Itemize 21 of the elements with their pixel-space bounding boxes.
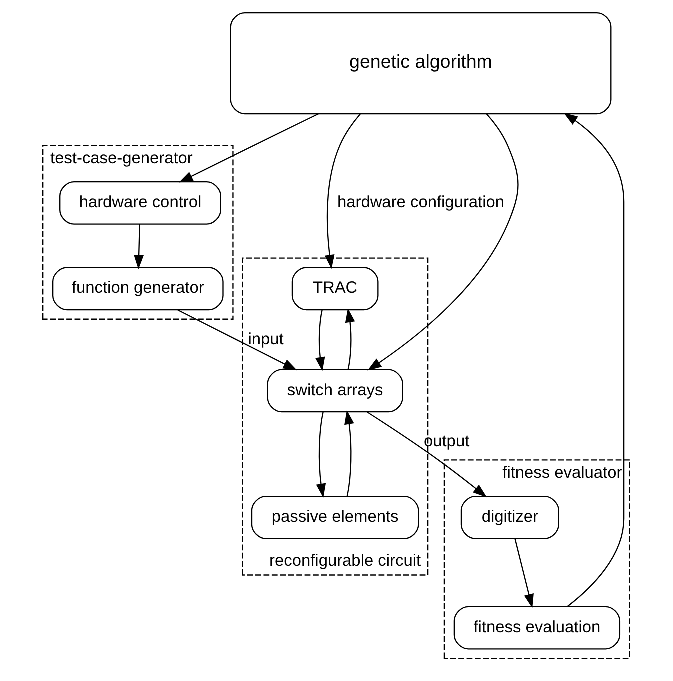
node-box: switch arrays <box>267 369 404 413</box>
node-box: digitizer <box>460 496 560 540</box>
node-box: passive elements <box>251 496 420 540</box>
arrow <box>345 308 356 370</box>
arrow <box>367 412 488 498</box>
node-box: genetic algorithm <box>230 12 612 115</box>
node-box: fitness evaluation <box>454 606 621 650</box>
arrow <box>324 114 361 270</box>
arrow <box>134 224 144 270</box>
edge-label: input <box>248 330 284 348</box>
arrow <box>344 410 354 496</box>
arrow <box>316 310 326 372</box>
node-box: function generator <box>52 267 224 311</box>
arrow <box>316 412 326 498</box>
edge-label: hardware configuration <box>337 194 505 212</box>
arrow <box>179 113 320 183</box>
arrow <box>514 539 534 608</box>
node-box: TRAC <box>292 267 379 311</box>
node-box: hardware control <box>60 181 222 225</box>
arrow <box>368 114 519 371</box>
arrow <box>564 113 625 608</box>
